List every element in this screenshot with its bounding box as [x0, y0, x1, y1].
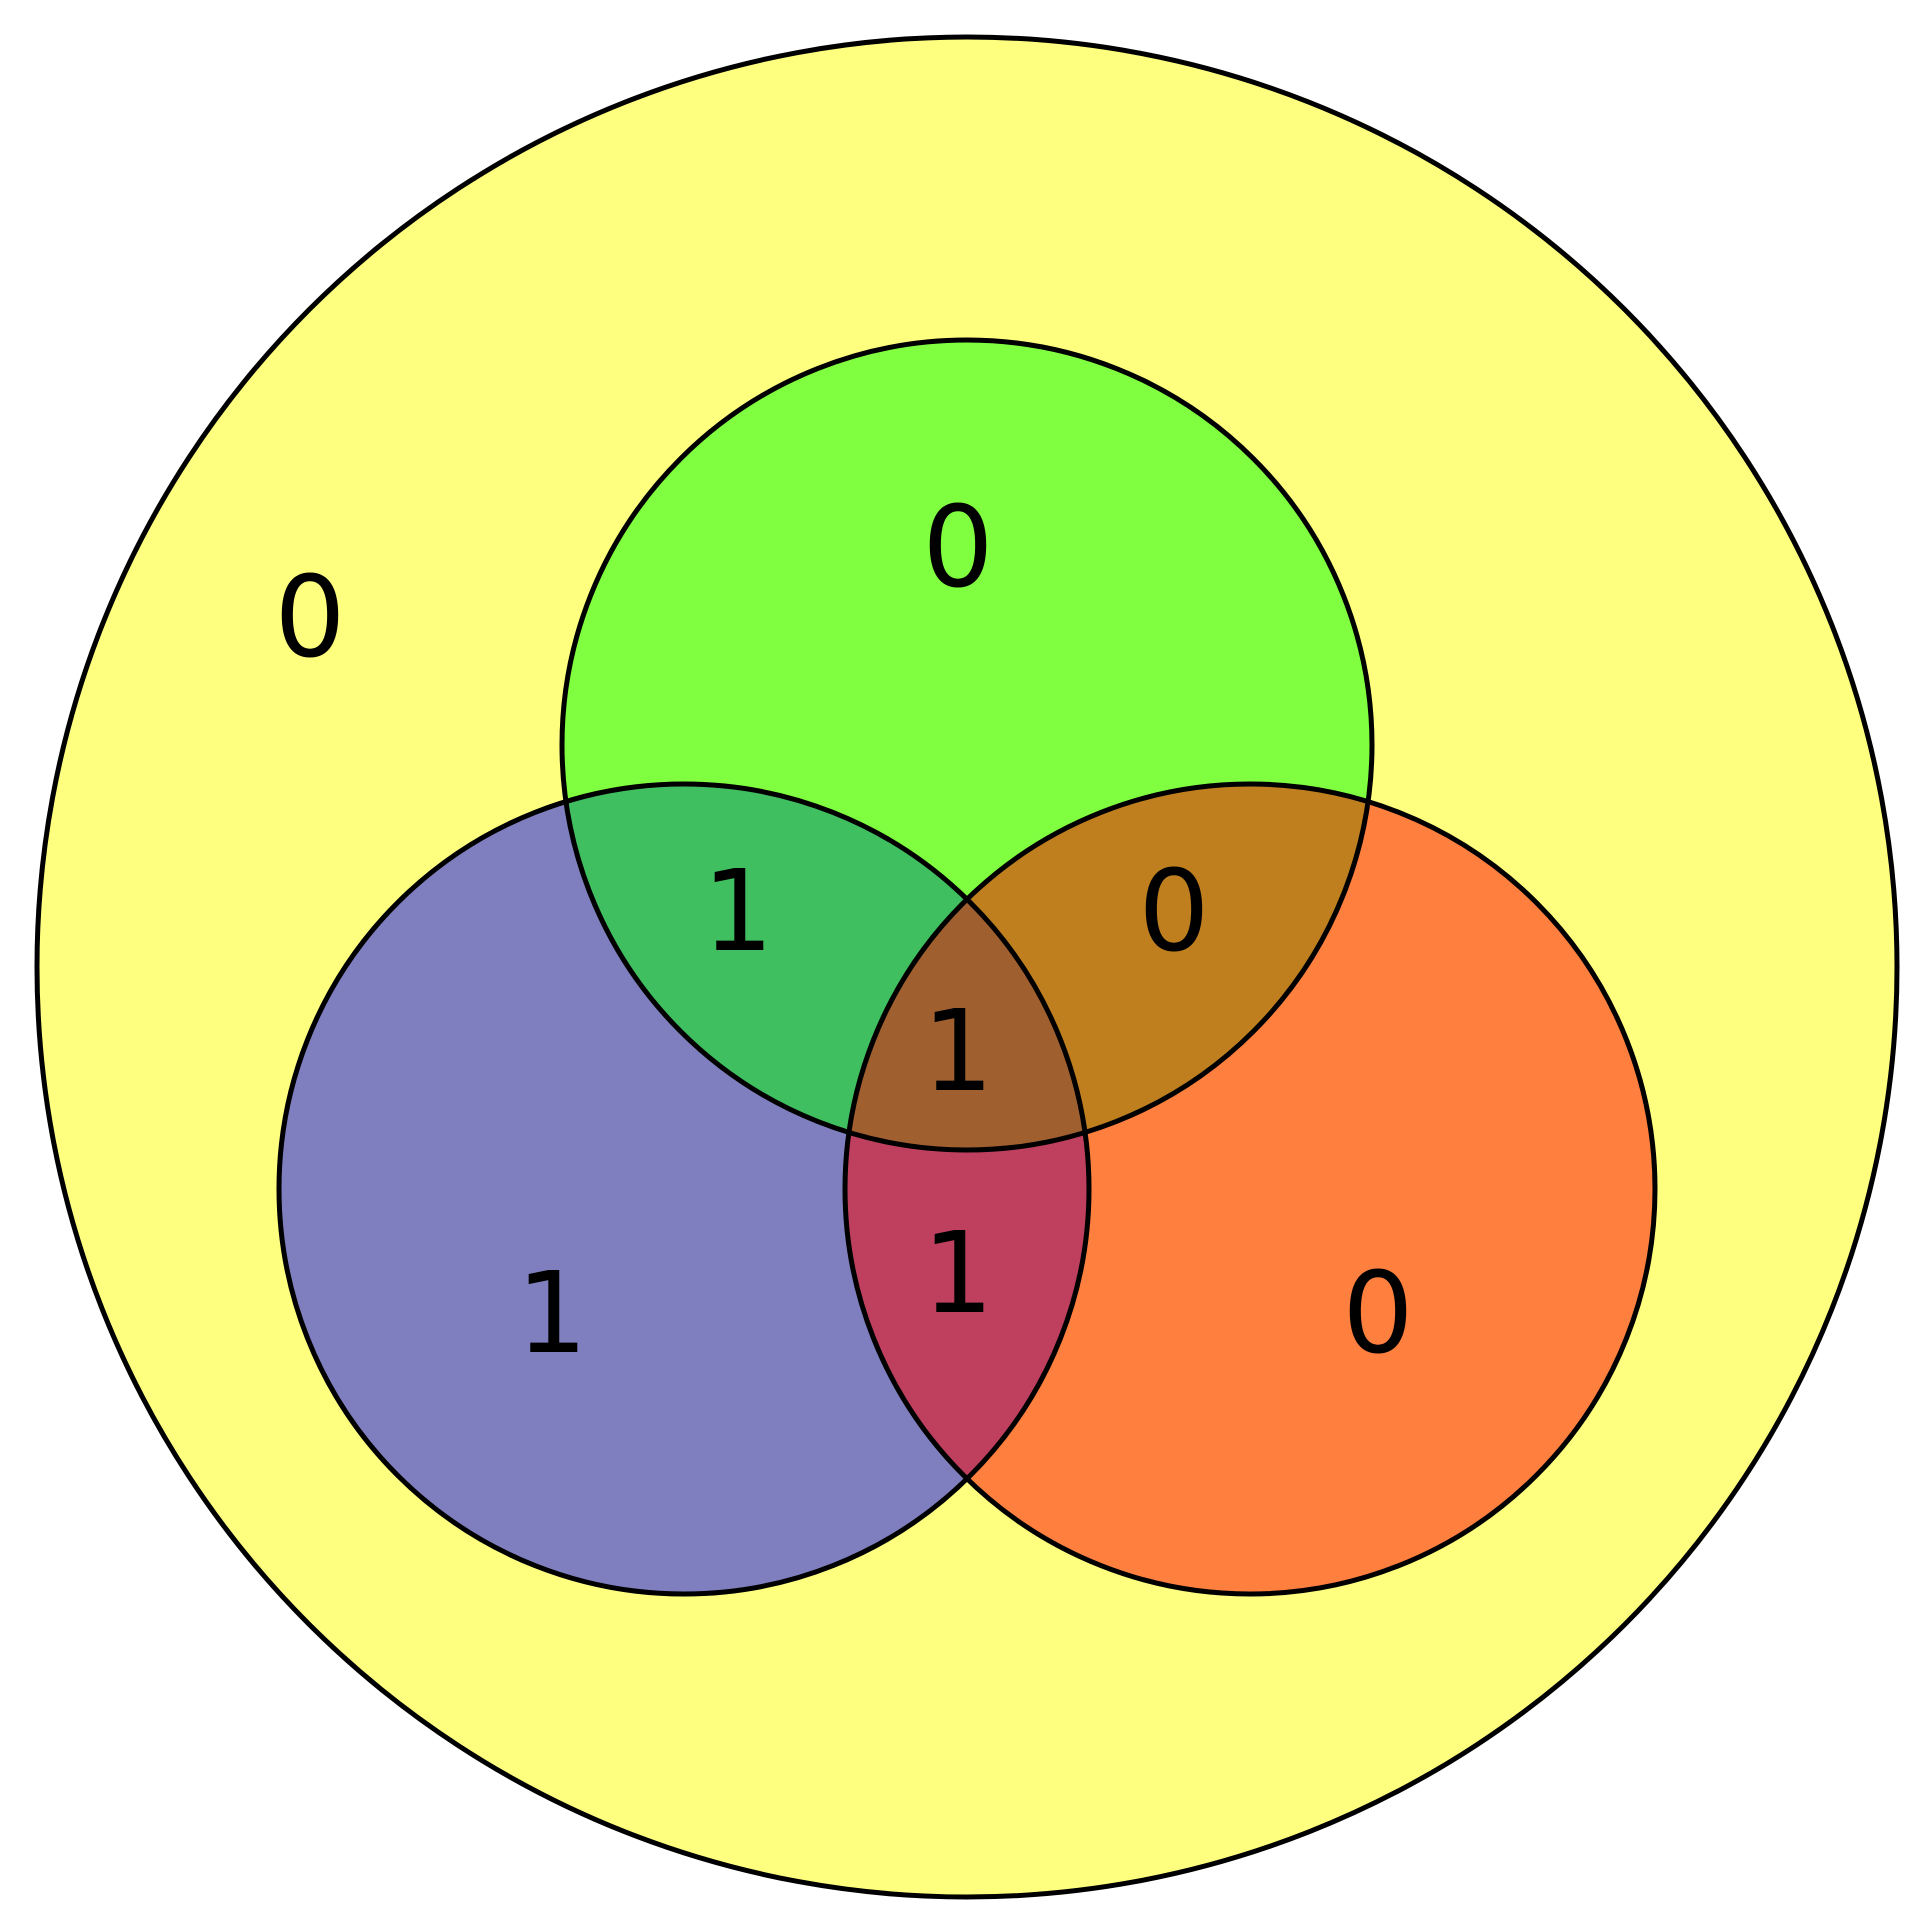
- label-top-right: 0: [1138, 847, 1209, 977]
- set-left-outline: [276, 781, 1092, 1597]
- label-outside: 0: [274, 553, 345, 683]
- label-only-left: 1: [516, 1249, 587, 1379]
- label-only-top: 0: [922, 483, 993, 613]
- label-top-left: 1: [702, 847, 773, 977]
- label-center: 1: [922, 987, 993, 1117]
- top-right-intersection: [845, 784, 1372, 1150]
- set-right-outline: [842, 781, 1658, 1597]
- label-left-right: 1: [922, 1209, 993, 1339]
- set-top-outline: [559, 337, 1375, 1153]
- universe-outline: [34, 34, 1900, 1900]
- top-left-intersection: [562, 784, 1089, 1150]
- label-only-right: 0: [1342, 1249, 1413, 1379]
